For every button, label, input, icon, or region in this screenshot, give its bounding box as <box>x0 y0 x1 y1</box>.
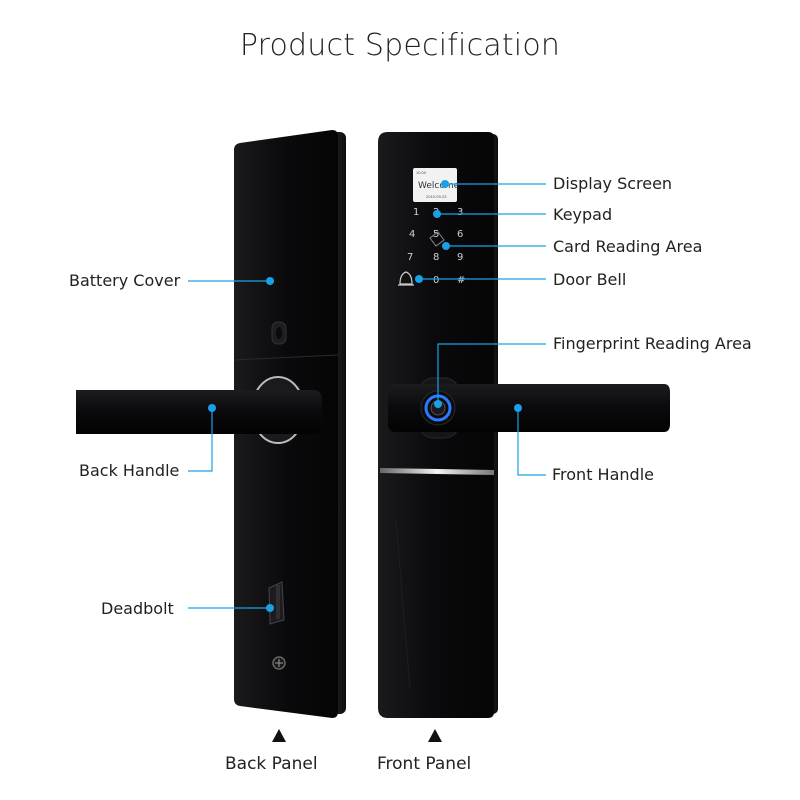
key-6[interactable]: 6 <box>457 229 463 240</box>
key-0[interactable]: 0 <box>433 275 439 286</box>
card-icon <box>429 231 445 247</box>
label-fingerprint-reading-area: Fingerprint Reading Area <box>553 334 752 353</box>
callout-lines <box>188 183 546 609</box>
key-4[interactable]: 4 <box>409 229 415 240</box>
front-handle-shape <box>388 384 670 432</box>
screen-greeting: Welcome <box>418 181 460 191</box>
back-handle-shape <box>76 390 322 434</box>
back-panel <box>76 130 346 718</box>
front-panel: 10:00 Welcome 2019-09-23 1 2 3 4 5 6 7 8… <box>378 132 670 718</box>
chrome-strip <box>380 468 494 475</box>
screen-date: 2019-09-23 <box>426 194 447 199</box>
label-back-handle: Back Handle <box>79 461 180 480</box>
label-door-bell: Door Bell <box>553 270 627 289</box>
key-7[interactable]: 7 <box>407 252 413 263</box>
key-9[interactable]: 9 <box>457 252 463 263</box>
label-battery-cover: Battery Cover <box>69 271 181 290</box>
bell-icon <box>399 271 413 285</box>
label-display-screen: Display Screen <box>553 174 673 193</box>
page-title: Product Specification <box>239 28 561 63</box>
callout-dots <box>208 180 522 612</box>
key-5[interactable]: 5 <box>433 229 439 240</box>
key-8[interactable]: 8 <box>433 252 439 263</box>
label-front-panel: Front Panel <box>377 754 472 774</box>
back-panel-arrow-icon <box>272 729 286 742</box>
label-deadbolt: Deadbolt <box>101 599 174 618</box>
label-front-handle: Front Handle <box>552 465 654 484</box>
battery-cover-seam <box>233 354 339 361</box>
display-screen <box>413 168 457 202</box>
label-back-panel: Back Panel <box>225 754 318 774</box>
key-1[interactable]: 1 <box>413 207 419 218</box>
label-card-reading-area: Card Reading Area <box>553 237 703 256</box>
key-hash[interactable]: # <box>457 275 465 286</box>
label-keypad: Keypad <box>553 205 613 224</box>
key-3[interactable]: 3 <box>457 207 463 218</box>
front-panel-arrow-icon <box>428 729 442 742</box>
screen-time: 10:00 <box>416 170 427 175</box>
